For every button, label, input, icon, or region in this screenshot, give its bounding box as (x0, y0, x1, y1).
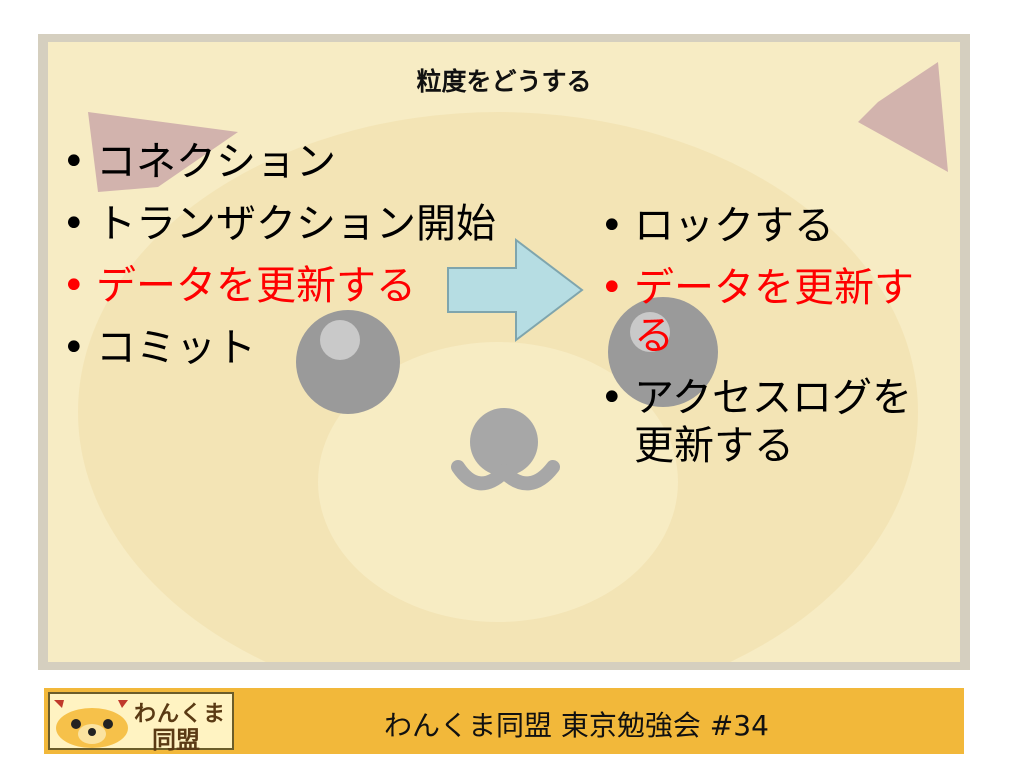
list-item: •トランザクション開始 (58, 200, 498, 248)
list-item: •アクセスログを更新する (596, 374, 936, 470)
list-item: •ロックする (596, 202, 936, 250)
right-arrow-icon (447, 238, 584, 342)
bear-face-icon (54, 700, 128, 748)
list-item-text: コネクション (96, 139, 336, 185)
right-bullet-list: •ロックする •データを更新する •アクセスログを更新する (596, 202, 936, 484)
list-item: •コミット (58, 324, 498, 372)
bullet-dot: • (600, 375, 624, 421)
list-item-text: アクセスログを更新する (634, 375, 912, 469)
list-item-text: データを更新する (96, 263, 416, 309)
slide-title: 粒度をどうする (416, 67, 592, 96)
wankuma-logo: わんくま 同盟 (48, 692, 234, 754)
logo-text-top: わんくま (134, 702, 227, 727)
bullet-dot: • (62, 263, 86, 309)
bullet-dot: • (600, 265, 624, 311)
slide-panel: 粒度をどうする •コネクション •トランザクション開始 •データを更新する •コ… (38, 34, 970, 670)
list-item-text: データを更新する (634, 265, 914, 359)
footer-bar: わんくま 同盟 わんくま同盟 東京勉強会 #34 (44, 688, 964, 754)
list-item-text: ロックする (634, 203, 834, 249)
bullet-dot: • (600, 203, 624, 249)
bullet-dot: • (62, 325, 86, 371)
logo-text-bottom: 同盟 (152, 726, 200, 754)
left-bullet-list: •コネクション •トランザクション開始 •データを更新する •コミット (58, 138, 498, 386)
list-item-text: トランザクション開始 (96, 201, 496, 247)
bear-watermark-icon (78, 62, 948, 662)
bullet-dot: • (62, 139, 86, 185)
footer-caption: わんくま同盟 東京勉強会 #34 (384, 709, 769, 742)
list-item: •コネクション (58, 138, 498, 186)
list-item-highlighted: •データを更新する (58, 262, 498, 310)
bullet-dot: • (62, 201, 86, 247)
list-item-highlighted: •データを更新する (596, 264, 936, 360)
list-item-text: コミット (96, 325, 256, 371)
slide-content: 粒度をどうする •コネクション •トランザクション開始 •データを更新する •コ… (48, 42, 960, 662)
